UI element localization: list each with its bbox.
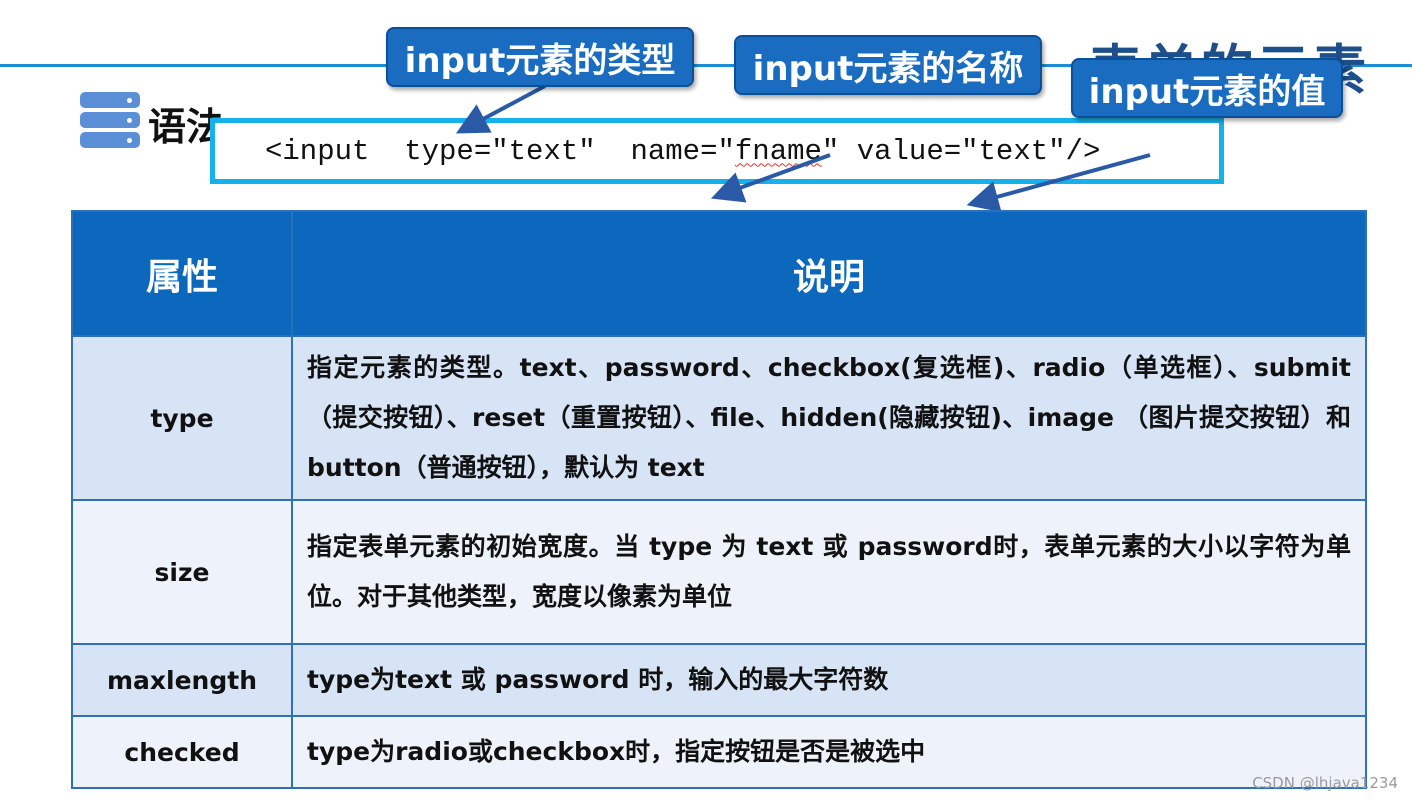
header-description: 说明 [291,210,1367,337]
attr-name: type [71,335,293,501]
code-box: <input type="text" name="fname" value="t… [210,118,1224,184]
attr-name: size [71,499,293,645]
attr-desc: 指定表单元素的初始宽度。当 type 为 text 或 password时，表单… [291,499,1367,645]
callout-input-value: input元素的值 [1071,58,1343,118]
table-row: size 指定表单元素的初始宽度。当 type 为 text 或 passwor… [71,499,1367,645]
header-attribute: 属性 [71,210,293,337]
attr-desc: type为radio或checkbox时，指定按钮是否是被选中 [291,715,1367,789]
title-rule [0,64,1412,67]
attr-name: checked [71,715,293,789]
database-icon [80,92,140,148]
table-header-row: 属性 说明 [71,210,1367,337]
attribute-table: 属性 说明 type 指定元素的类型。text、password、checkbo… [71,210,1367,789]
code-part: <input type="text" name=" [265,134,735,168]
attr-name: maxlength [71,643,293,717]
attr-desc: type为text 或 password 时，输入的最大字符数 [291,643,1367,717]
callout-input-name: input元素的名称 [734,35,1042,95]
table-row: checked type为radio或checkbox时，指定按钮是否是被选中 [71,715,1367,789]
callout-input-type: input元素的类型 [386,27,694,87]
table-row: type 指定元素的类型。text、password、checkbox(复选框)… [71,335,1367,501]
table-row: maxlength type为text 或 password 时，输入的最大字符… [71,643,1367,717]
attr-desc: 指定元素的类型。text、password、checkbox(复选框)、radi… [291,335,1367,501]
watermark: CSDN @lhjava1234 [1252,774,1398,792]
code-part-underlined: fname [734,134,822,168]
code-line: <input type="text" name="fname" value="t… [265,135,1100,168]
code-part: " value="text"/> [821,134,1101,168]
